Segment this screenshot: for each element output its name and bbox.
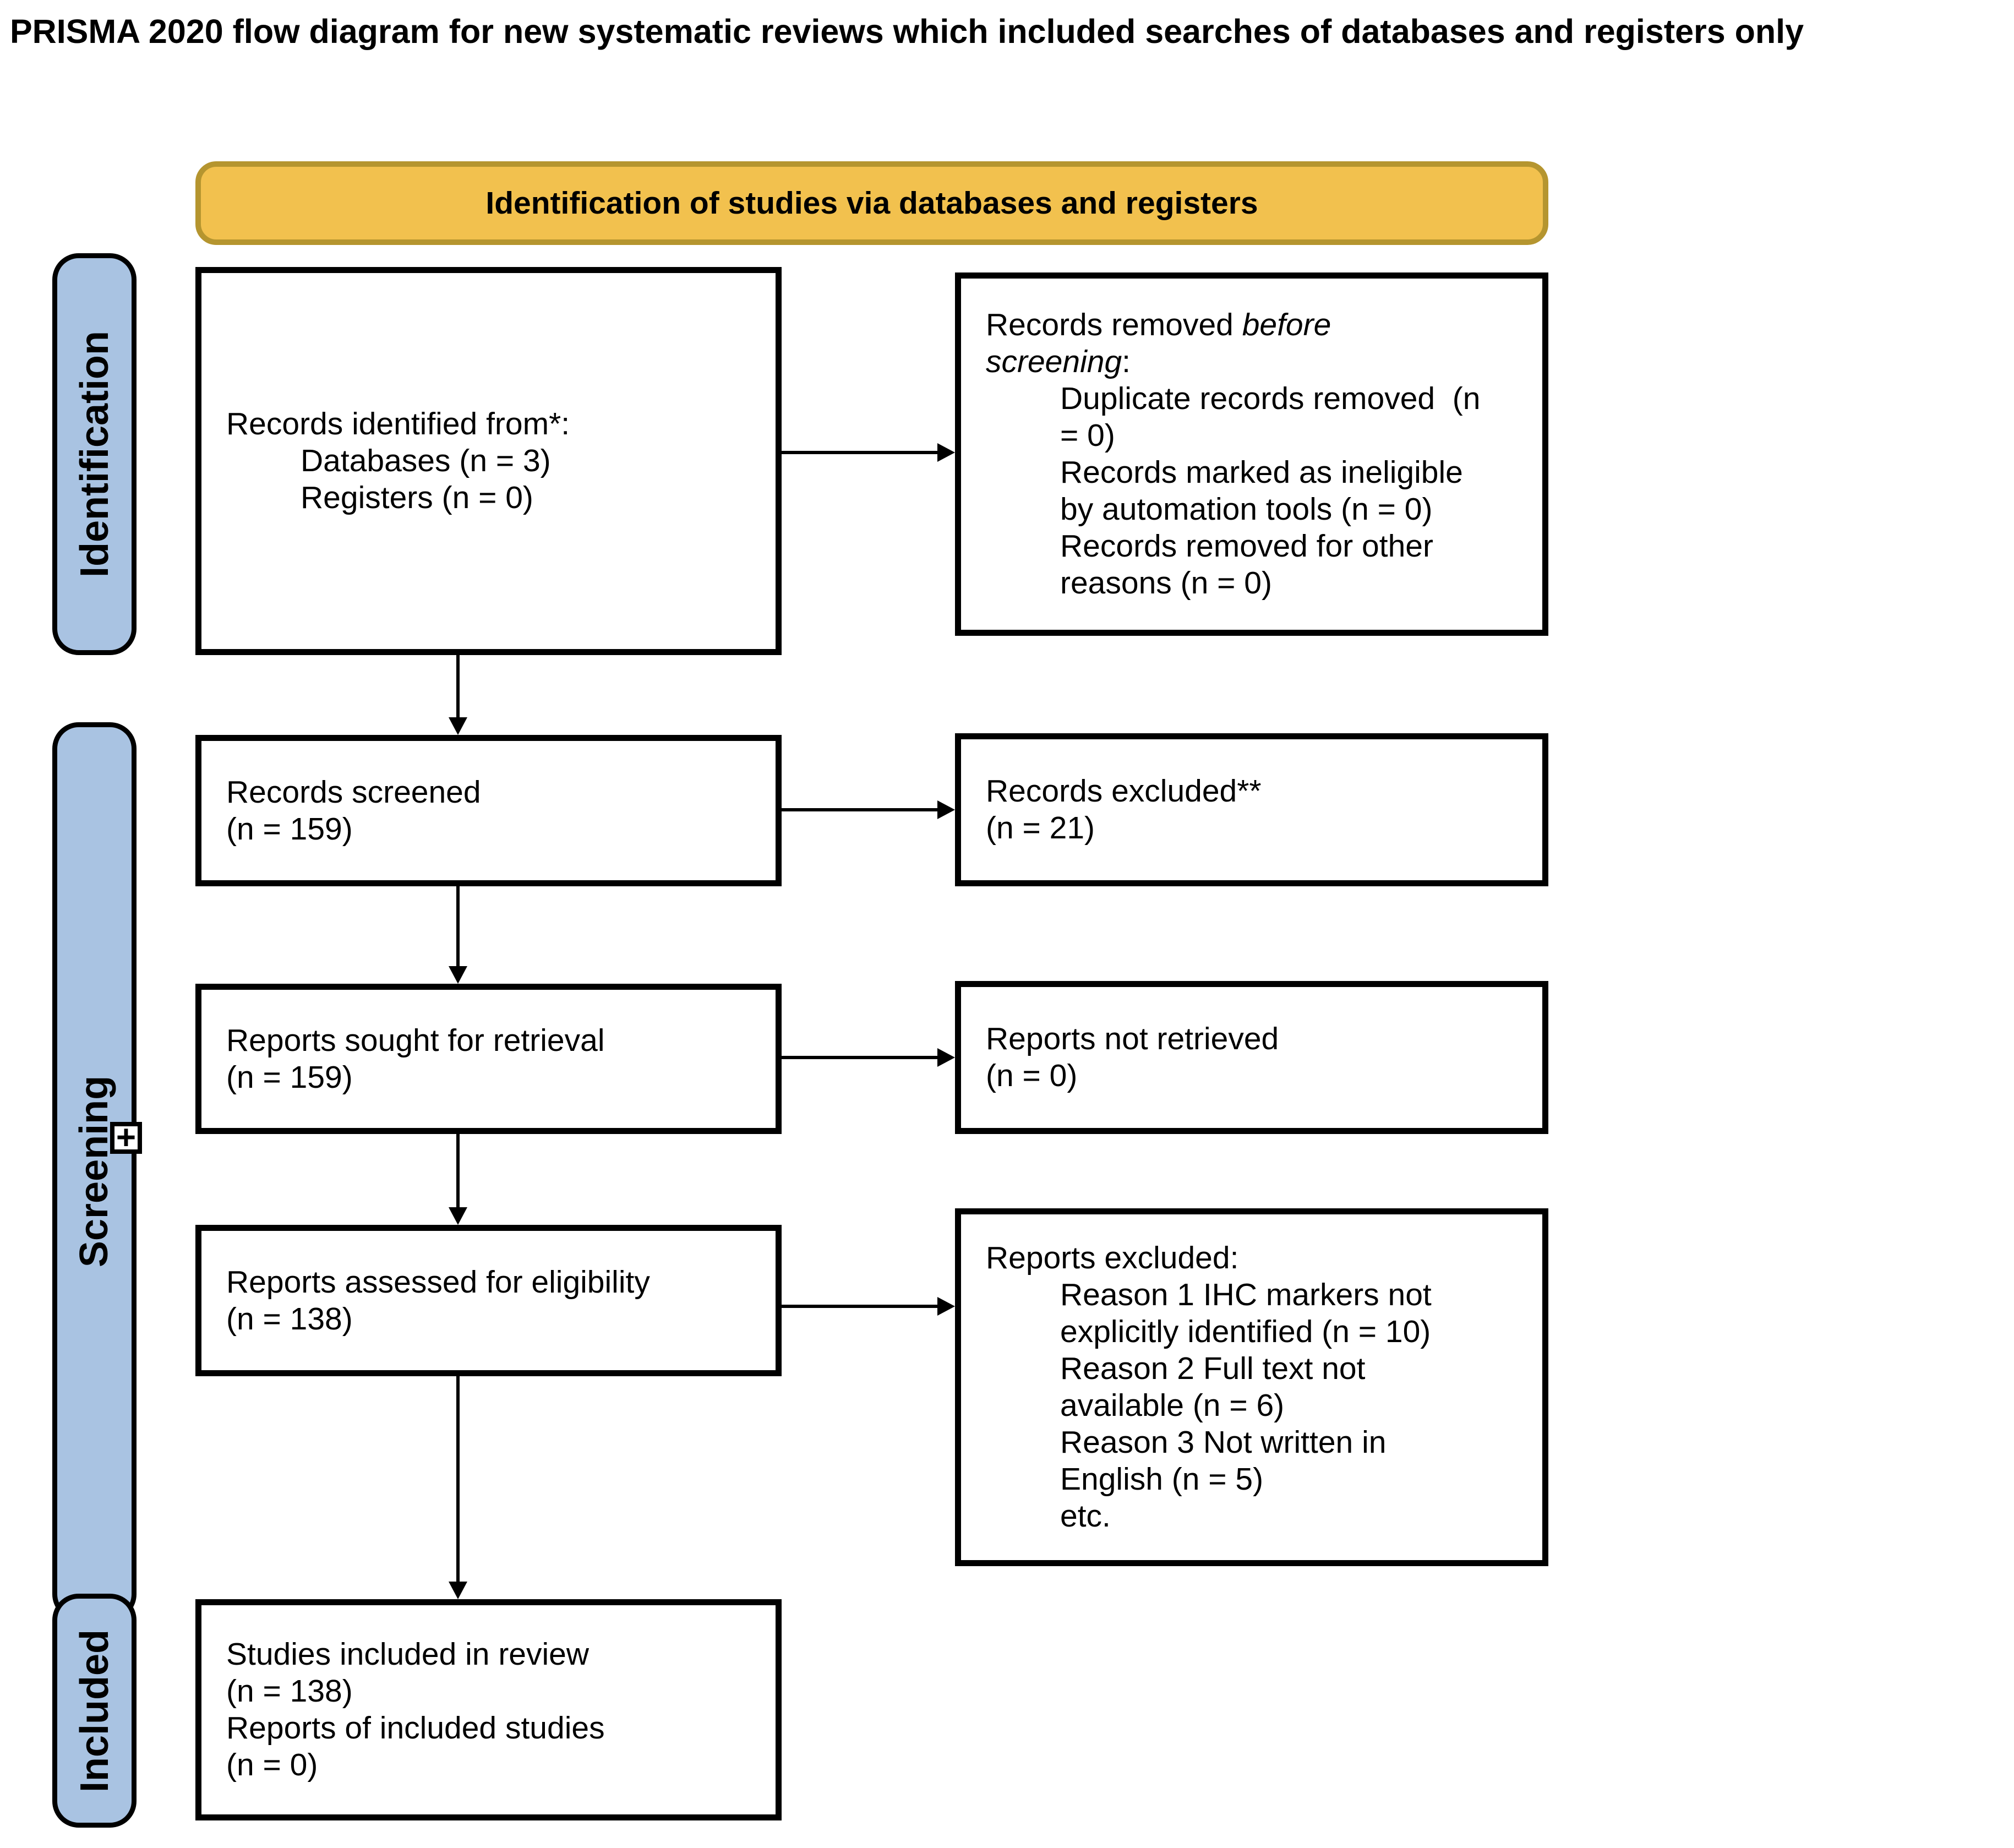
box-text: Records screened(n = 159) bbox=[201, 774, 776, 848]
flow-box-reports-excluded: Reports excluded:Reason 1 IHC markers no… bbox=[955, 1208, 1548, 1566]
box-text-line: Reports excluded: bbox=[986, 1240, 1239, 1275]
arrowhead-down-icon bbox=[449, 1582, 467, 1599]
sidebar-phase-identification: Identification bbox=[52, 253, 137, 655]
box-text-line: Reason 1 IHC markers not bbox=[1060, 1277, 1432, 1312]
box-text-line: Studies included in review bbox=[226, 1637, 590, 1672]
box-text-line: Records screened bbox=[226, 774, 481, 810]
box-text-line: Records removed for other bbox=[1060, 528, 1433, 564]
box-text-line: (n = 138) bbox=[226, 1673, 353, 1709]
arrowhead-right-icon bbox=[937, 1048, 955, 1067]
arrow-screened-to-sought bbox=[456, 886, 460, 968]
box-text-line: screening: bbox=[986, 344, 1131, 379]
box-text-line: Records identified from*: bbox=[226, 406, 570, 441]
box-text-line: (n = 0) bbox=[986, 1058, 1078, 1093]
expand-plus-icon[interactable]: + bbox=[110, 1119, 142, 1157]
flow-box-studies-included-in-review: Studies included in review(n = 138)Repor… bbox=[195, 1599, 782, 1820]
arrow-assessed-to-included bbox=[456, 1376, 460, 1584]
sidebar-phase-label: Included bbox=[72, 1629, 117, 1792]
box-text: Reports assessed for eligibility(n = 138… bbox=[201, 1264, 776, 1338]
plus-glyph: + bbox=[116, 1119, 137, 1157]
arrow-identified-to-removed bbox=[782, 451, 940, 454]
sidebar-phase-included: Included bbox=[52, 1594, 137, 1828]
arrow-screened-to-excluded bbox=[782, 808, 940, 811]
arrowhead-right-icon bbox=[937, 800, 955, 819]
box-text-line: Reports assessed for eligibility bbox=[226, 1264, 650, 1300]
box-text: Reports excluded:Reason 1 IHC markers no… bbox=[961, 1240, 1542, 1535]
box-text: Records excluded**(n = 21) bbox=[961, 773, 1542, 847]
arrow-sought-to-not-retrieved bbox=[782, 1056, 940, 1059]
arrowhead-right-icon bbox=[937, 1297, 955, 1316]
flow-box-reports-sought-for-retrieval: Reports sought for retrieval(n = 159) bbox=[195, 984, 782, 1134]
box-text-line: explicitly identified (n = 10) bbox=[1060, 1314, 1431, 1349]
flow-box-reports-assessed-for-eligibility: Reports assessed for eligibility(n = 138… bbox=[195, 1225, 782, 1376]
flow-box-reports-not-retrieved: Reports not retrieved(n = 0) bbox=[955, 981, 1548, 1134]
box-text-line: Duplicate records removed (n bbox=[1060, 381, 1481, 416]
box-text-line: (n = 21) bbox=[986, 810, 1095, 846]
arrowhead-right-icon bbox=[937, 443, 955, 462]
arrow-assessed-to-reports-excluded bbox=[782, 1305, 940, 1308]
box-text-line: (n = 0) bbox=[226, 1747, 318, 1782]
box-text-line: Databases (n = 3) bbox=[301, 443, 551, 478]
box-text-line: (n = 159) bbox=[226, 1059, 353, 1095]
box-text-line: Reports not retrieved bbox=[986, 1021, 1279, 1056]
box-text-line: Records excluded** bbox=[986, 773, 1262, 809]
box-text-line: by automation tools (n = 0) bbox=[1060, 492, 1433, 527]
box-text-line: Records marked as ineligible bbox=[1060, 455, 1463, 490]
flow-box-records-excluded: Records excluded**(n = 21) bbox=[955, 733, 1548, 886]
box-text: Records identified from*:Databases (n = … bbox=[201, 406, 776, 516]
box-text-line: Records removed before bbox=[986, 307, 1331, 342]
arrowhead-down-icon bbox=[449, 1207, 467, 1225]
banner-label: Identification of studies via databases … bbox=[485, 186, 1258, 221]
arrowhead-down-icon bbox=[449, 966, 467, 984]
flow-box-records-identified: Records identified from*:Databases (n = … bbox=[195, 267, 782, 655]
banner-identification-of-studies: Identification of studies via databases … bbox=[195, 161, 1548, 245]
sidebar-phase-label: Screening bbox=[72, 1075, 117, 1268]
box-text-line: Registers (n = 0) bbox=[301, 480, 533, 515]
box-text-line: Reason 3 Not written in bbox=[1060, 1425, 1387, 1460]
arrowhead-down-icon bbox=[449, 717, 467, 735]
box-text-line: reasons (n = 0) bbox=[1060, 565, 1272, 601]
page-title: PRISMA 2020 flow diagram for new systema… bbox=[10, 13, 1804, 50]
sidebar-phase-label: Identification bbox=[72, 331, 117, 577]
box-text-line: = 0) bbox=[1060, 418, 1115, 453]
box-text: Studies included in review(n = 138)Repor… bbox=[201, 1636, 776, 1784]
box-text-line: Reports sought for retrieval bbox=[226, 1022, 605, 1058]
box-text-line: (n = 159) bbox=[226, 811, 353, 847]
arrow-sought-to-assessed bbox=[456, 1134, 460, 1208]
box-text: Reports not retrieved(n = 0) bbox=[961, 1021, 1542, 1094]
box-text-line: English (n = 5) bbox=[1060, 1462, 1264, 1497]
box-text-line: Reports of included studies bbox=[226, 1710, 605, 1746]
box-text-line: (n = 138) bbox=[226, 1301, 353, 1337]
sidebar-phase-screening: Screening bbox=[52, 722, 137, 1621]
box-text: Reports sought for retrieval(n = 159) bbox=[201, 1022, 776, 1096]
arrow-identified-to-screened bbox=[456, 655, 460, 719]
box-text-line: available (n = 6) bbox=[1060, 1388, 1285, 1423]
box-text-line: etc. bbox=[1060, 1498, 1111, 1534]
box-text-line: Reason 2 Full text not bbox=[1060, 1351, 1366, 1386]
flow-box-records-screened: Records screened(n = 159) bbox=[195, 735, 782, 886]
